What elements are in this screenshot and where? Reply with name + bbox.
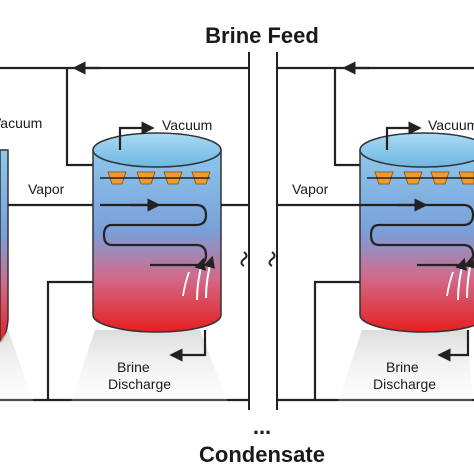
vessel-1-brine-label: Brine [117, 359, 150, 375]
vessel-1-shadow [65, 330, 235, 420]
condensate-label: Condensate [199, 442, 325, 467]
vessel-2-coil [367, 203, 474, 267]
vessel-2-discharge-label: Discharge [373, 376, 436, 392]
vessel-1-vacuum-label: Vacuum [162, 117, 212, 133]
vessel-2-rising-arrows [446, 255, 474, 301]
vessel-1-vacuum-arrow [118, 121, 155, 150]
vessel-2-body [359, 149, 474, 333]
vessel-1-body [92, 149, 222, 333]
vessel-1-rising-arrows [182, 255, 215, 301]
brine-feed-label: Brine Feed [205, 23, 319, 48]
vessel-2-shadow [332, 330, 474, 420]
brine-feed-pipe [0, 61, 474, 167]
vessel-2-top [359, 132, 474, 168]
left-vacuum-label: Vacuum [0, 115, 42, 131]
break-dots: ... [253, 414, 271, 439]
pipe-break [240, 52, 278, 410]
vessel-2-vacuum-label: Vacuum [428, 117, 474, 133]
left-partial-vessel: Vacuum [0, 115, 100, 420]
vessel-2-discharge-arrow [437, 330, 470, 362]
vessel-1-return-line [46, 280, 93, 400]
vessel-2: Vacuum Vapor Brine Discharge [277, 117, 474, 420]
vessel-2-brine-label: Brine [386, 359, 419, 375]
vessel-2-vapor-label: Vapor [292, 181, 329, 197]
vessel-2-return-line [313, 280, 360, 400]
vessel-2-vacuum-arrow [385, 121, 422, 150]
vessel-1-top [92, 132, 222, 168]
vessel-1-coil [100, 203, 208, 267]
vessel-1-discharge-arrow [169, 330, 207, 362]
vessel-1-discharge-label: Discharge [108, 376, 171, 392]
vessel-1: Vacuum Vapor Brine Discharge [28, 117, 249, 420]
vessel-1-vapor-label: Vapor [28, 181, 65, 197]
